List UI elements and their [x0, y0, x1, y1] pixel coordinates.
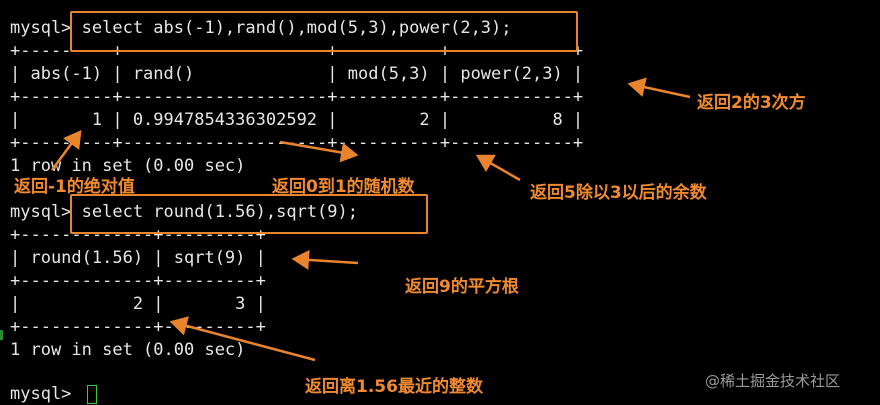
terminal-cursor — [87, 385, 97, 404]
annotation-mod: 返回5除以3以后的余数 — [530, 183, 707, 203]
arrow-mod — [475, 154, 521, 182]
table-1-border-bottom: +---------+--------------------+--------… — [10, 133, 584, 153]
watermark: @稀土掘金技术社区 — [705, 372, 841, 390]
query-2-highlight-box — [70, 194, 428, 234]
table-2-header-row: | round(1.56) | sqrt(9) | — [10, 248, 266, 268]
query-1-prompt-line: mysql> select abs(-1),rand(),mod(5,3),po… — [10, 18, 512, 38]
arrow-sqrt — [291, 249, 359, 270]
current-prompt-line[interactable]: mysql> — [10, 384, 82, 404]
annotation-rand: 返回0到1的随机数 — [272, 177, 415, 197]
table-2-border-bottom: +-------------+---------+ — [10, 317, 266, 337]
annotation-sqrt: 返回9的平方根 — [405, 277, 519, 297]
annotation-power: 返回2的3次方 — [697, 93, 806, 113]
table-1-data-row: | 1 | 0.9947854336302592 | 2 | 8 | — [10, 110, 584, 130]
query-1-highlight-box — [70, 11, 578, 52]
arrow-power — [627, 77, 691, 99]
table-2-border-top: +-------------+---------+ — [10, 225, 266, 245]
table-2-data-row: | 2 | 3 | — [10, 294, 266, 314]
annotation-round: 返回离1.56最近的整数 — [305, 377, 483, 397]
query-1-result-summary: 1 row in set (0.00 sec) — [10, 156, 246, 176]
table-2-border-mid: +-------------+---------+ — [10, 271, 266, 291]
query-2-result-summary: 1 row in set (0.00 sec) — [10, 340, 246, 360]
annotation-abs: 返回-1的绝对值 — [14, 177, 135, 197]
table-1-header-row: | abs(-1) | rand() | mod(5,3) | power(2,… — [10, 64, 584, 84]
table-1-border-mid: +---------+--------------------+--------… — [10, 87, 584, 107]
line-marker — [0, 330, 3, 340]
query-2-prompt-line: mysql> select round(1.56),sqrt(9); — [10, 202, 358, 222]
